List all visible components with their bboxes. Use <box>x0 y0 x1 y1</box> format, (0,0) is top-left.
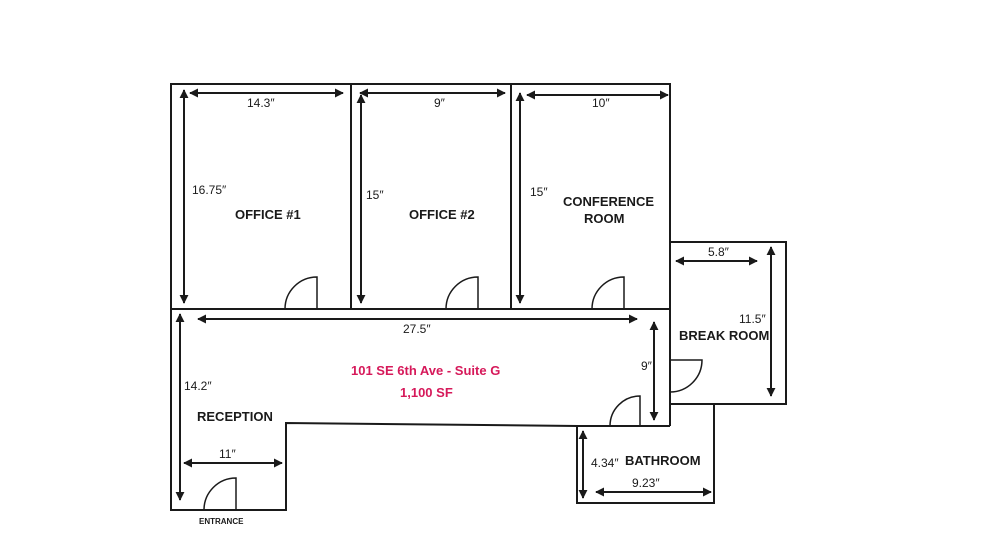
office2-width-label: 9″ <box>434 96 446 110</box>
walls <box>170 83 787 511</box>
break-width-label: 5.8″ <box>708 245 730 259</box>
office2-door <box>445 276 479 310</box>
conference-label-line1: CONFERENCE <box>563 194 654 209</box>
dimension-lines <box>175 88 776 501</box>
suite-address: 101 SE 6th Ave - Suite G <box>351 363 500 378</box>
reception-width-label: 11″ <box>219 447 236 461</box>
entrance-door <box>203 477 237 511</box>
dimension-labels: 14.3″ 16.75″ 9″ 15″ 10″ 15″ 5.8″ 11.5″ 2… <box>184 96 766 490</box>
bathroom-door <box>609 395 641 427</box>
doors <box>203 276 703 511</box>
break-room-door <box>669 359 703 393</box>
conference-width-label: 10″ <box>592 96 610 110</box>
bathroom-height-label: 4.34″ <box>591 456 619 470</box>
bathroom-width-label: 9.23″ <box>632 476 660 490</box>
office1-height-label: 16.75″ <box>192 183 227 197</box>
office2-label: OFFICE #2 <box>409 207 475 222</box>
room-labels: OFFICE #1 OFFICE #2 CONFERENCE ROOM BREA… <box>197 194 769 526</box>
conference-height-label: 15″ <box>530 185 548 199</box>
office1-label: OFFICE #1 <box>235 207 301 222</box>
suite-title: 101 SE 6th Ave - Suite G 1,100 SF <box>351 363 500 400</box>
office1-width-label: 14.3″ <box>247 96 275 110</box>
office1-door <box>284 276 318 310</box>
reception-height-label: 14.2″ <box>184 379 212 393</box>
hall-depth-label: 9″ <box>641 359 653 373</box>
conference-label-line2: ROOM <box>584 211 624 226</box>
suite-area: 1,100 SF <box>400 385 453 400</box>
bathroom-label: BATHROOM <box>625 453 701 468</box>
conference-door <box>591 276 625 310</box>
hall-length-label: 27.5″ <box>403 322 431 336</box>
break-height-label: 11.5″ <box>739 312 766 326</box>
reception-label: RECEPTION <box>197 409 273 424</box>
office2-height-label: 15″ <box>366 188 384 202</box>
break-room-label: BREAK ROOM <box>679 328 769 343</box>
entrance-label: ENTRANCE <box>199 517 244 526</box>
